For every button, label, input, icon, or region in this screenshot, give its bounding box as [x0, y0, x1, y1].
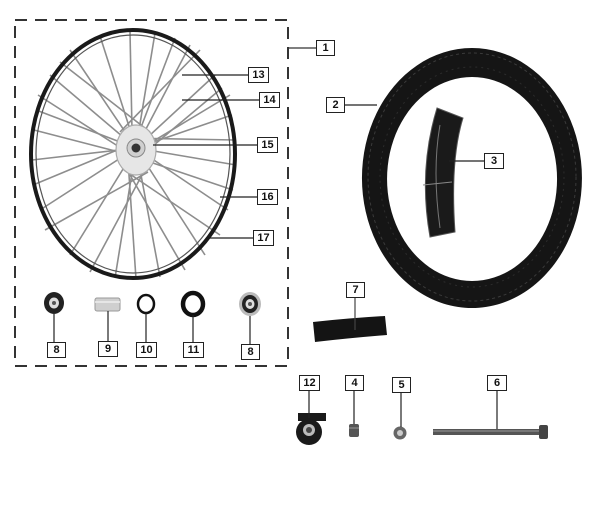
- callout-6[interactable]: 6: [487, 375, 507, 391]
- callout-8-right[interactable]: 8: [241, 344, 260, 360]
- callout-7[interactable]: 7: [346, 282, 365, 298]
- wheel-leader-lines: [153, 74, 259, 239]
- callout-1[interactable]: 1: [316, 40, 335, 56]
- callout-17[interactable]: 17: [253, 230, 274, 246]
- callout-16[interactable]: 16: [257, 189, 278, 205]
- spacer: [349, 391, 359, 437]
- assembly-group-box: [14, 19, 289, 367]
- tire: [361, 48, 582, 308]
- nut: [393, 393, 407, 440]
- part-oil-seal: [180, 290, 206, 342]
- part-o-ring: [136, 293, 156, 342]
- callout-4[interactable]: 4: [345, 375, 364, 391]
- callout-3[interactable]: 3: [484, 153, 504, 169]
- callout-2[interactable]: 2: [326, 97, 345, 113]
- callout-12[interactable]: 12: [299, 375, 320, 391]
- part-bearing-left: [44, 292, 64, 342]
- axle: [433, 391, 548, 439]
- inner-tube: [422, 107, 464, 238]
- part-bearing-right: [239, 292, 261, 344]
- rim-strip: [313, 298, 387, 342]
- callout-9[interactable]: 9: [98, 341, 118, 357]
- callout-15[interactable]: 15: [257, 137, 278, 153]
- part-bearing-spacer: [94, 297, 121, 341]
- spoked-wheel: [29, 28, 237, 280]
- hub-center: [131, 143, 141, 153]
- callout-14[interactable]: 14: [259, 92, 280, 108]
- callout-13[interactable]: 13: [248, 67, 269, 83]
- callout-10[interactable]: 10: [136, 342, 157, 358]
- callout-8-left[interactable]: 8: [47, 342, 66, 358]
- callout-11[interactable]: 11: [183, 342, 204, 358]
- speedometer-gear: [296, 391, 326, 445]
- rim-outer: [29, 28, 237, 280]
- rim-inner: [35, 34, 231, 274]
- callout-5[interactable]: 5: [392, 377, 411, 393]
